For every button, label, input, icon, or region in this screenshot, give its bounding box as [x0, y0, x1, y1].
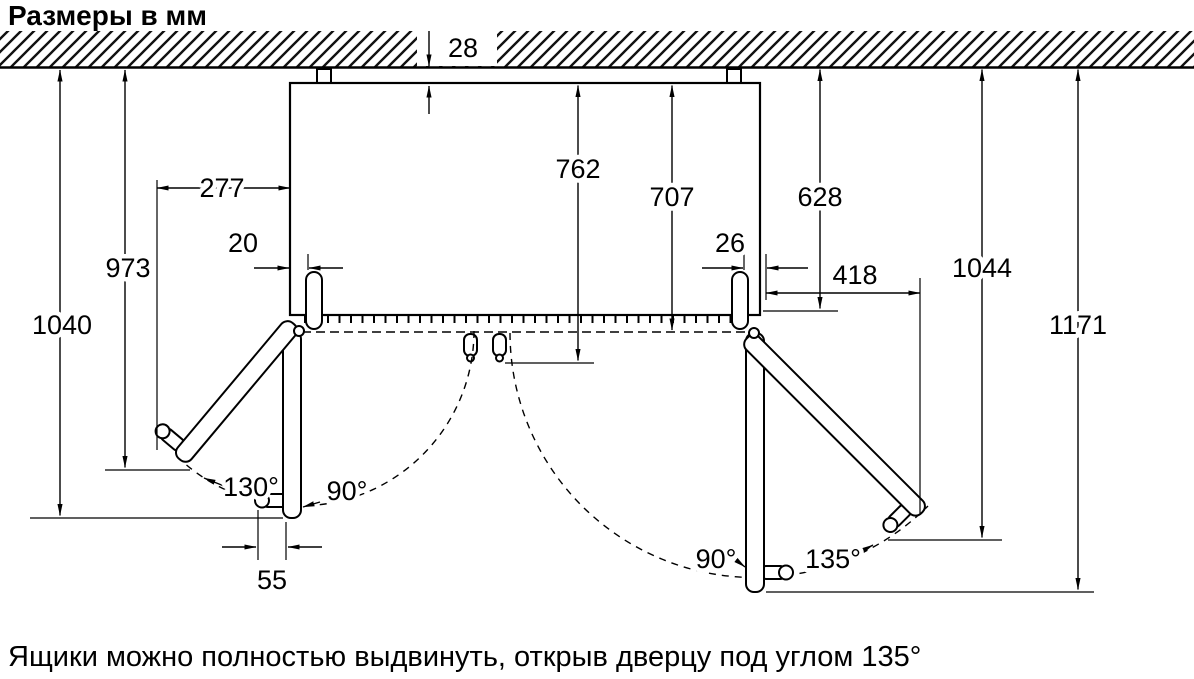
dim-277-label: 277 [199, 173, 244, 203]
dim-762-label: 762 [555, 154, 600, 184]
dim-277: 277 [156, 169, 291, 208]
wall [0, 29, 1194, 84]
right-door-135 [743, 333, 926, 533]
dim-55-label: 55 [257, 565, 287, 595]
dim-707-label: 707 [649, 182, 694, 212]
dim-1171: 1171 [1044, 69, 1112, 590]
cabinet [288, 81, 762, 363]
dim-55: 55 [222, 544, 322, 600]
dim-707: 707 [645, 85, 699, 331]
dim-973: 973 [101, 69, 155, 468]
angle-90-left-label: 90° [327, 476, 368, 506]
page-title: Размеры в мм [8, 0, 207, 31]
closed-door-handle-right [492, 333, 507, 357]
cabinet-outline [288, 81, 762, 317]
wall-hatch [0, 31, 1194, 67]
dim-26: 26 [702, 224, 808, 271]
angle-130-label: 130° [223, 472, 279, 502]
left-door-90-panel [282, 330, 302, 519]
right-hinge-capsule [731, 271, 749, 330]
dim-28-label: 28 [448, 33, 478, 63]
right-door-90-handle-tip [778, 564, 794, 581]
left-door-90 [254, 330, 302, 519]
left-door-swing-arc [186, 330, 475, 507]
right-door-swing-arc [509, 332, 929, 579]
right-door-90 [745, 332, 794, 593]
left-door-130-panel [174, 320, 299, 463]
left-door-90-handle-tip [254, 492, 270, 509]
dim-wall-gap: 28 [426, 29, 483, 114]
angle-leader-130 [203, 477, 225, 487]
dim-628: 628 [793, 69, 847, 309]
dim-1040-label: 1040 [32, 310, 92, 340]
dim-418-label: 418 [832, 260, 877, 290]
angle-leader-135 [861, 544, 874, 553]
dim-1044-label: 1044 [952, 253, 1012, 283]
dim-20: 20 [223, 224, 343, 271]
left-hinge-capsule [305, 271, 323, 330]
dim-418: 418 [765, 256, 921, 296]
dim-1040: 1040 [27, 69, 97, 516]
closed-door-handle-left [463, 333, 478, 357]
wall-spacer-right [726, 68, 742, 84]
dim-26-label: 26 [715, 228, 745, 258]
angle-labels: 130° 90° 90° 135° [203, 468, 874, 579]
angle-135-label: 135° [805, 544, 861, 574]
right-door-90-panel [745, 332, 765, 593]
angle-leader-90-left [302, 501, 321, 508]
right-door-135-panel [743, 333, 926, 517]
dim-628-label: 628 [797, 182, 842, 212]
wall-spacer-left [316, 68, 332, 84]
dim-762: 762 [551, 85, 605, 361]
dim-20-label: 20 [228, 228, 258, 258]
dim-973-label: 973 [105, 253, 150, 283]
dim-1171-label: 1171 [1049, 310, 1107, 340]
angle-leader-90-right [734, 557, 746, 568]
left-hinge-pivot [293, 325, 305, 337]
handle-tip-left [466, 353, 475, 363]
right-door-135-handle-tip [882, 516, 899, 533]
angle-90-right-label: 90° [696, 544, 737, 574]
footnote: Ящики можно полностью выдвинуть, открыв … [8, 641, 921, 673]
dim-1044: 1044 [947, 69, 1017, 538]
left-door-130 [154, 320, 299, 463]
handle-tip-right [495, 353, 504, 363]
right-hinge-pivot [748, 327, 760, 339]
